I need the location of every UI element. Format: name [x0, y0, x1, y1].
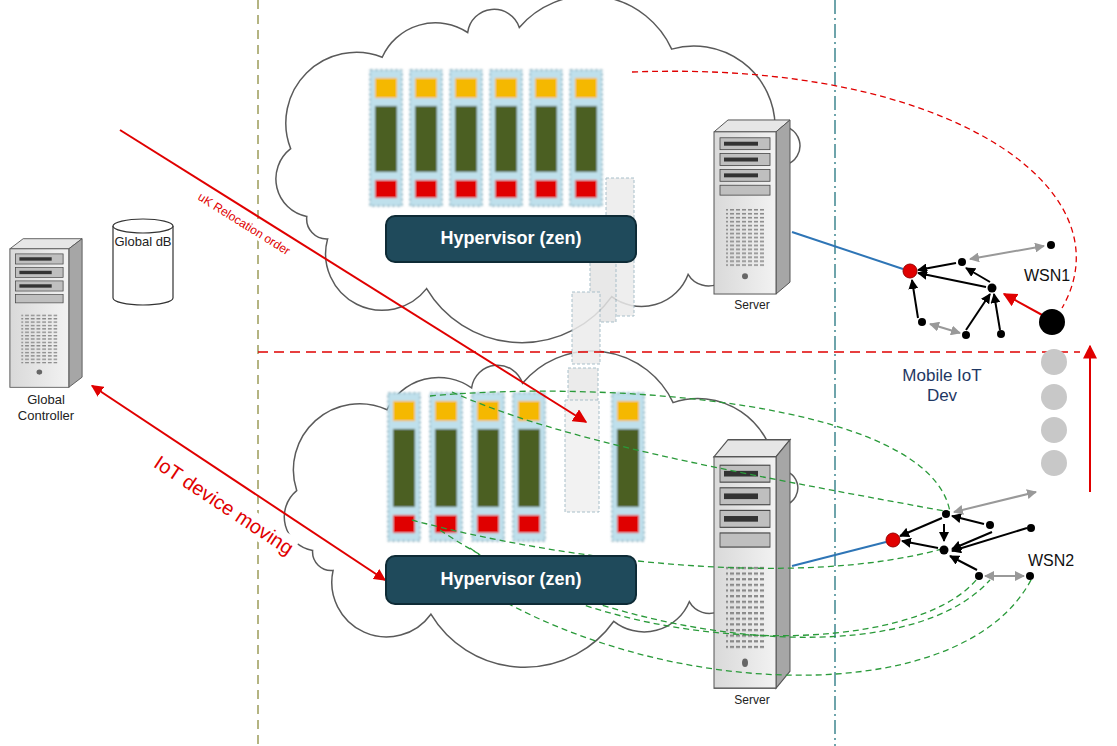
- server-node: Server: [702, 437, 802, 707]
- text-label: Mobile IoT Dev: [900, 366, 984, 407]
- node-label: Global Controller: [0, 392, 92, 423]
- server-icon: [714, 440, 790, 688]
- vm-link: [412, 391, 1032, 675]
- separator-line: [257, 0, 259, 746]
- sensor-network: [903, 241, 1065, 339]
- link-line: [792, 542, 886, 566]
- node-label: Server: [702, 298, 802, 312]
- hypervisor-box: Hypervisor (zen): [385, 215, 637, 263]
- server-node: Global Controller: [0, 236, 92, 423]
- text-label: uK Relocation order: [194, 189, 295, 260]
- link-line: [792, 232, 903, 269]
- separator-line: [834, 0, 836, 746]
- database-cylinder: Global dB: [112, 218, 174, 306]
- edge-label: IoT device moving: [148, 449, 300, 561]
- server-node: Server: [702, 118, 802, 312]
- sensor-network: [886, 492, 1036, 580]
- movement-arrow: [1089, 346, 1091, 492]
- text-label: WSN1: [1022, 266, 1072, 285]
- text-label: WSN2: [1026, 551, 1076, 570]
- box-title: Hypervisor (zen): [440, 569, 581, 591]
- boundary-line: [258, 351, 1080, 353]
- cylinder-outline: [112, 218, 174, 306]
- connector-arrow: [92, 386, 385, 580]
- node-label: Server: [702, 693, 802, 707]
- server-icon: [10, 239, 82, 388]
- box-title: Hypervisor (zen): [440, 228, 581, 250]
- hypervisor-box: Hypervisor (zen): [385, 555, 637, 605]
- vm-link: [632, 71, 1076, 308]
- vm-stacks: [370, 70, 644, 541]
- mobile-device-trail: [1041, 349, 1067, 476]
- server-icon: [714, 120, 790, 294]
- cloud-shape: [276, 0, 800, 343]
- node-label: Global dB: [112, 234, 174, 250]
- relocation-arrow: [120, 130, 586, 422]
